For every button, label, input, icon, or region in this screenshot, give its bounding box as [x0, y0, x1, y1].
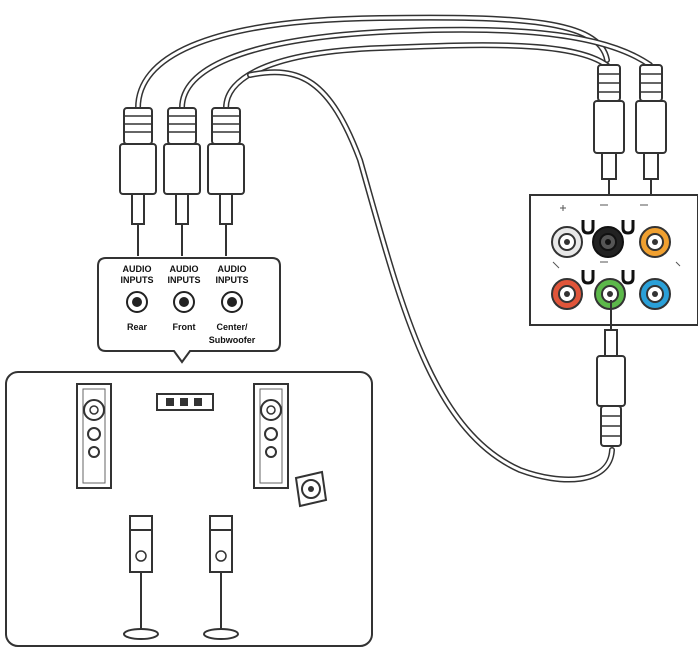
front-label: Front — [173, 322, 196, 332]
front-input-line1: AUDIO — [170, 264, 199, 274]
port-orange-icon[interactable] — [639, 226, 671, 258]
subwoofer-icon — [294, 470, 328, 508]
port-glyph-icons — [552, 204, 681, 269]
rca-plug-rear — [119, 107, 157, 256]
rear-left-speaker-icon — [123, 515, 159, 640]
port-red-icon[interactable] — [551, 278, 583, 310]
port-blue-icon[interactable] — [639, 278, 671, 310]
front-input-line2: INPUTS — [167, 275, 200, 285]
speaker-room — [5, 371, 373, 647]
cable-front — [179, 26, 653, 111]
rca-plug-center — [207, 107, 245, 256]
center-input-line1: AUDIO — [218, 264, 247, 274]
center-label: Center/ — [216, 322, 248, 332]
port-black-icon[interactable] — [592, 226, 624, 258]
rca-plug-right-2 — [635, 64, 667, 199]
pc-audio-panel — [529, 194, 698, 326]
port-latch-marks — [581, 220, 635, 285]
front-left-speaker-icon — [76, 383, 112, 489]
rear-right-speaker-icon — [203, 515, 239, 640]
rear-label: Rear — [127, 322, 148, 332]
port-green-icon[interactable] — [594, 278, 626, 310]
rca-plug-right-1 — [593, 64, 625, 199]
cables — [135, 14, 653, 483]
rca-plug-front — [163, 107, 201, 256]
center-input-line2: INPUTS — [215, 275, 248, 285]
audio-inputs-panel: AUDIO INPUTS Rear AUDIO INPUTS Front AUD… — [97, 257, 281, 364]
subwoofer-label: Subwoofer — [209, 335, 256, 345]
cable-center — [223, 42, 613, 111]
front-right-speaker-icon — [253, 383, 289, 489]
rca-plug-green-port — [596, 300, 626, 447]
rear-input-line1: AUDIO — [123, 264, 152, 274]
receiver-icon — [156, 393, 214, 411]
rear-input-line2: INPUTS — [120, 275, 153, 285]
port-white-icon[interactable] — [551, 226, 583, 258]
